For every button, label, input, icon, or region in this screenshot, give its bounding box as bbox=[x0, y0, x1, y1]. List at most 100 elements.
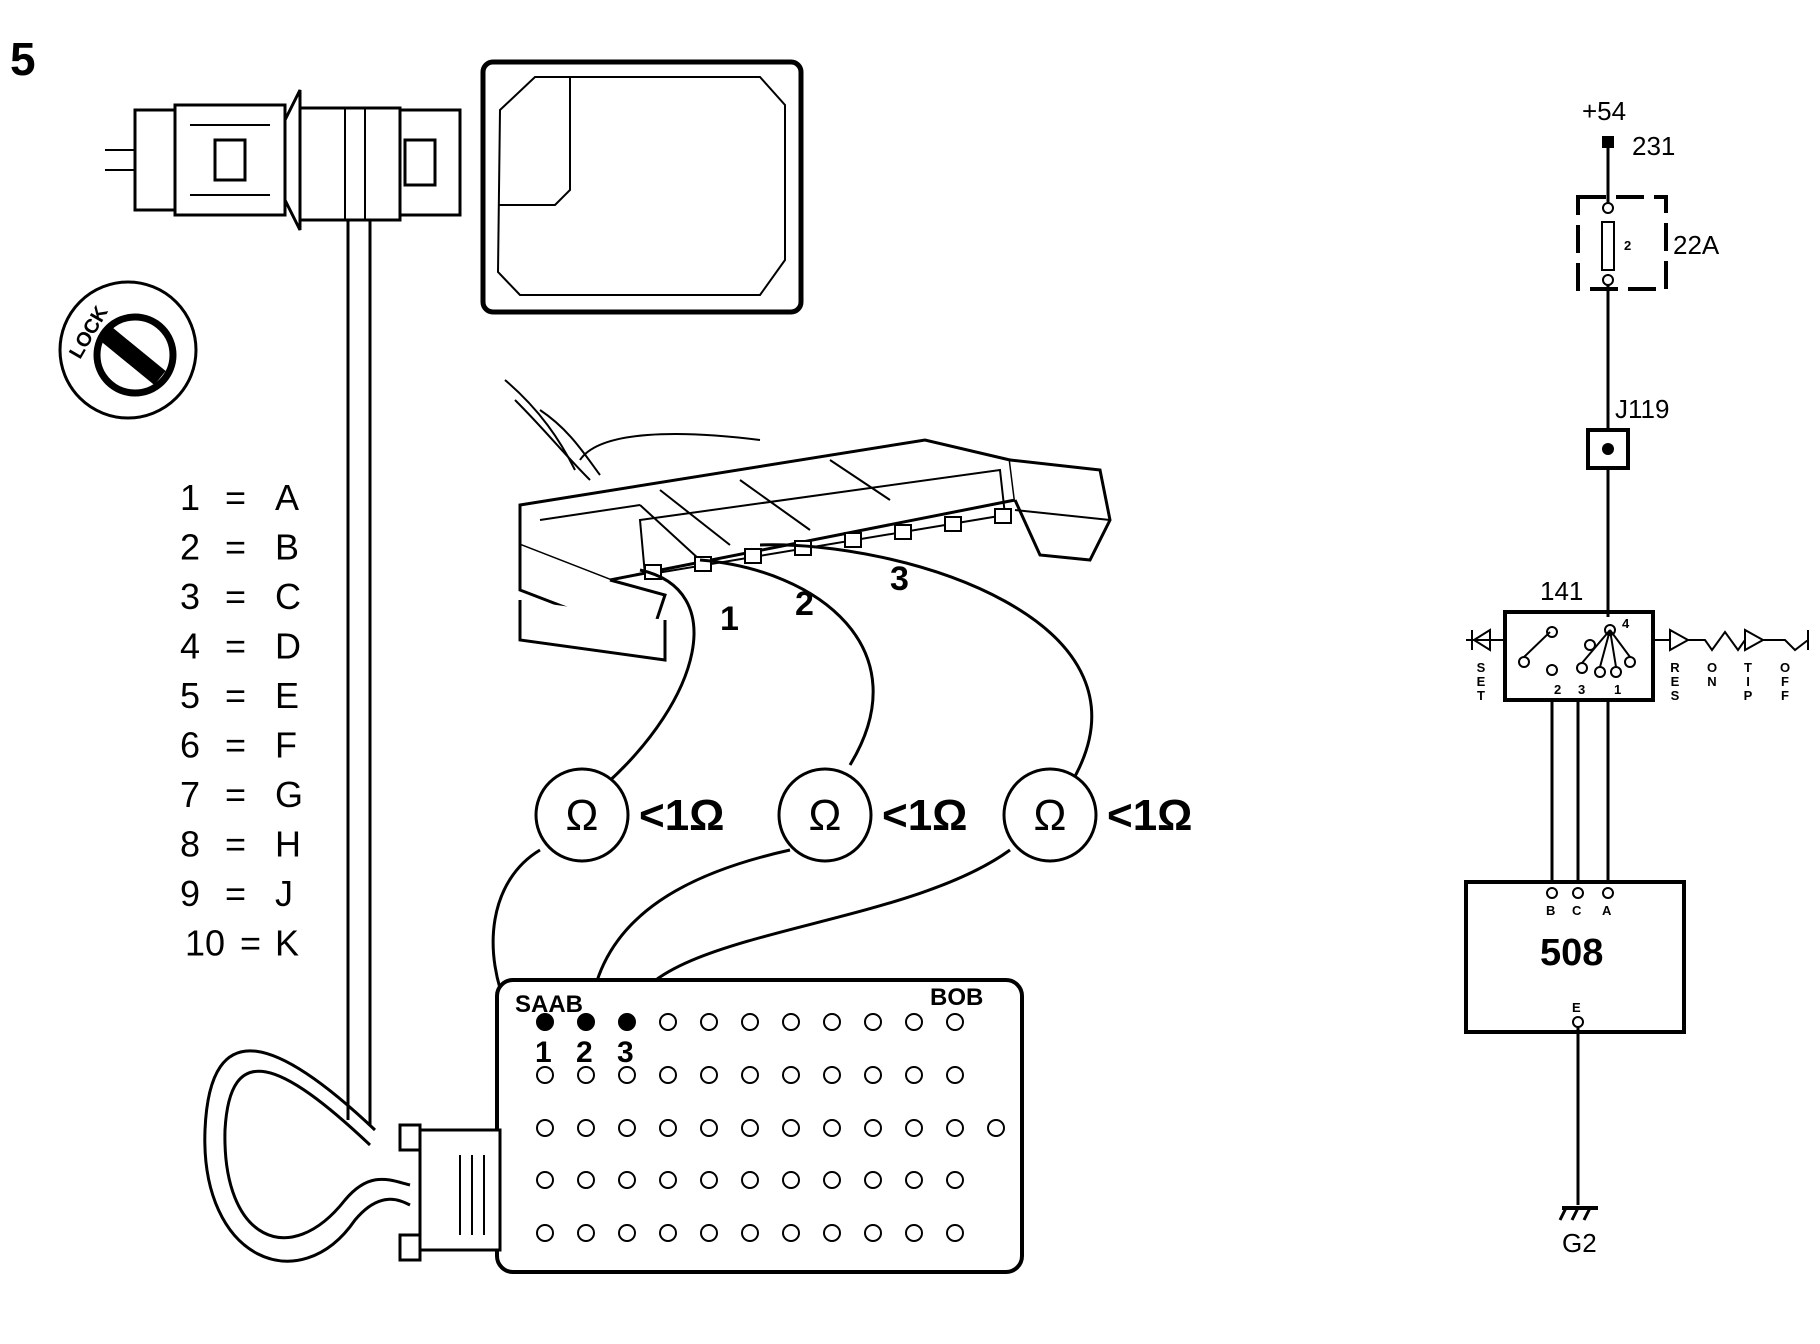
bob-socket bbox=[741, 1013, 759, 1031]
legend-letter: J bbox=[275, 873, 293, 914]
ignition-lock-icon: LOCK bbox=[58, 280, 198, 420]
svg-text:P: P bbox=[1744, 688, 1753, 703]
bob-socket bbox=[659, 1013, 677, 1031]
connector-terminal bbox=[844, 532, 862, 548]
bob-socket bbox=[741, 1066, 759, 1084]
legend-letter: K bbox=[275, 923, 299, 964]
legend-pin: 1 bbox=[180, 477, 200, 518]
bob-socket bbox=[700, 1013, 718, 1031]
legend-equals: = bbox=[225, 576, 246, 617]
legend-equals: = bbox=[225, 675, 246, 716]
bob-socket bbox=[905, 1013, 923, 1031]
switch-terminal-4: 4 bbox=[1622, 616, 1630, 631]
legend-pin: 7 bbox=[180, 774, 200, 815]
test-leads bbox=[491, 543, 1094, 1016]
bob-socket bbox=[946, 1013, 964, 1031]
bob-socket bbox=[659, 1119, 677, 1137]
bob-socket bbox=[536, 1066, 554, 1084]
bob-socket bbox=[905, 1224, 923, 1242]
module-label: 508 bbox=[1540, 932, 1603, 974]
fuse-block bbox=[1576, 195, 1668, 291]
switch-position-label: SET bbox=[1477, 660, 1486, 703]
module-pin-e: E bbox=[1572, 1000, 1581, 1015]
bob-socket bbox=[782, 1171, 800, 1189]
legend-equals: = bbox=[225, 477, 246, 518]
legend-letter: F bbox=[275, 725, 297, 766]
bob-socket bbox=[700, 1119, 718, 1137]
bob-socket bbox=[946, 1066, 964, 1084]
svg-text:E: E bbox=[1477, 674, 1486, 689]
connector-terminal bbox=[894, 524, 912, 540]
bob-socket bbox=[864, 1224, 882, 1242]
bob-socket bbox=[864, 1171, 882, 1189]
ohm-symbol: Ω bbox=[1034, 791, 1067, 840]
supply-label: +54 bbox=[1582, 96, 1626, 126]
legend-letter: H bbox=[275, 824, 301, 865]
module-pin-a: A bbox=[1602, 903, 1612, 918]
switch-terminal-2: 2 bbox=[1554, 682, 1561, 697]
bob-socket-active bbox=[536, 1013, 554, 1031]
bob-socket bbox=[577, 1066, 595, 1084]
bob-socket bbox=[905, 1066, 923, 1084]
module-pin-c: C bbox=[1572, 903, 1582, 918]
legend-letter: D bbox=[275, 626, 301, 667]
bob-socket bbox=[946, 1224, 964, 1242]
bob-socket bbox=[618, 1119, 636, 1137]
svg-text:F: F bbox=[1781, 674, 1789, 689]
bob-socket bbox=[618, 1066, 636, 1084]
legend-letter: C bbox=[275, 576, 301, 617]
meter-reading: <1Ω bbox=[639, 791, 724, 840]
ground-label: G2 bbox=[1562, 1228, 1597, 1258]
bob-socket bbox=[618, 1171, 636, 1189]
control-module-outline bbox=[480, 59, 804, 315]
bob-socket bbox=[700, 1224, 718, 1242]
bob-socket bbox=[700, 1066, 718, 1084]
bob-socket bbox=[700, 1171, 718, 1189]
pin-mapping-legend: 1=A2=B3=C4=D5=E6=F7=G8=H9=J10=K bbox=[180, 477, 303, 964]
bob-socket bbox=[659, 1224, 677, 1242]
connector-pin-3: 3 bbox=[890, 560, 909, 598]
junction-label: J119 bbox=[1615, 394, 1669, 424]
legend-pin: 5 bbox=[180, 675, 200, 716]
svg-text:F: F bbox=[1781, 688, 1789, 703]
bob-socket bbox=[577, 1224, 595, 1242]
bob-socket bbox=[987, 1119, 1005, 1137]
breakout-pin-1: 1 bbox=[535, 1036, 552, 1069]
bob-socket bbox=[536, 1119, 554, 1137]
svg-text:N: N bbox=[1707, 674, 1716, 689]
bob-socket bbox=[823, 1066, 841, 1084]
harness-connector-illustration bbox=[504, 379, 1112, 662]
legend-pin: 10 bbox=[185, 923, 225, 964]
bob-socket bbox=[864, 1013, 882, 1031]
schematic: +54 231 2 22A J119 141 2 3 bbox=[1464, 96, 1809, 1258]
step-number: 5 bbox=[10, 33, 36, 85]
ohm-symbol: Ω bbox=[809, 791, 842, 840]
legend-letter: E bbox=[275, 675, 299, 716]
bob-socket bbox=[946, 1171, 964, 1189]
breakout-box: SAAB BOB bbox=[495, 978, 1024, 1274]
connector-pin-1: 1 bbox=[720, 600, 739, 638]
svg-text:I: I bbox=[1746, 674, 1750, 689]
legend-letter: A bbox=[275, 477, 299, 518]
bob-socket bbox=[536, 1224, 554, 1242]
legend-equals: = bbox=[225, 774, 246, 815]
bob-socket bbox=[864, 1066, 882, 1084]
bob-socket bbox=[782, 1224, 800, 1242]
harness-cable bbox=[203, 220, 411, 1263]
meter-reading: <1Ω bbox=[1107, 791, 1192, 840]
ohm-symbol: Ω bbox=[566, 791, 599, 840]
switch-position-label: TIP bbox=[1744, 660, 1753, 703]
switch-terminal-3: 3 bbox=[1578, 682, 1585, 697]
ohmmeter-icon bbox=[777, 767, 873, 863]
legend-equals: = bbox=[225, 527, 246, 568]
bob-socket bbox=[823, 1171, 841, 1189]
breakout-box-name: BOB bbox=[930, 984, 983, 1011]
breakout-box-brand: SAAB bbox=[515, 991, 583, 1018]
bob-socket bbox=[741, 1119, 759, 1137]
legend-letter: G bbox=[275, 774, 303, 815]
bob-socket-active bbox=[618, 1013, 636, 1031]
bob-socket bbox=[946, 1119, 964, 1137]
